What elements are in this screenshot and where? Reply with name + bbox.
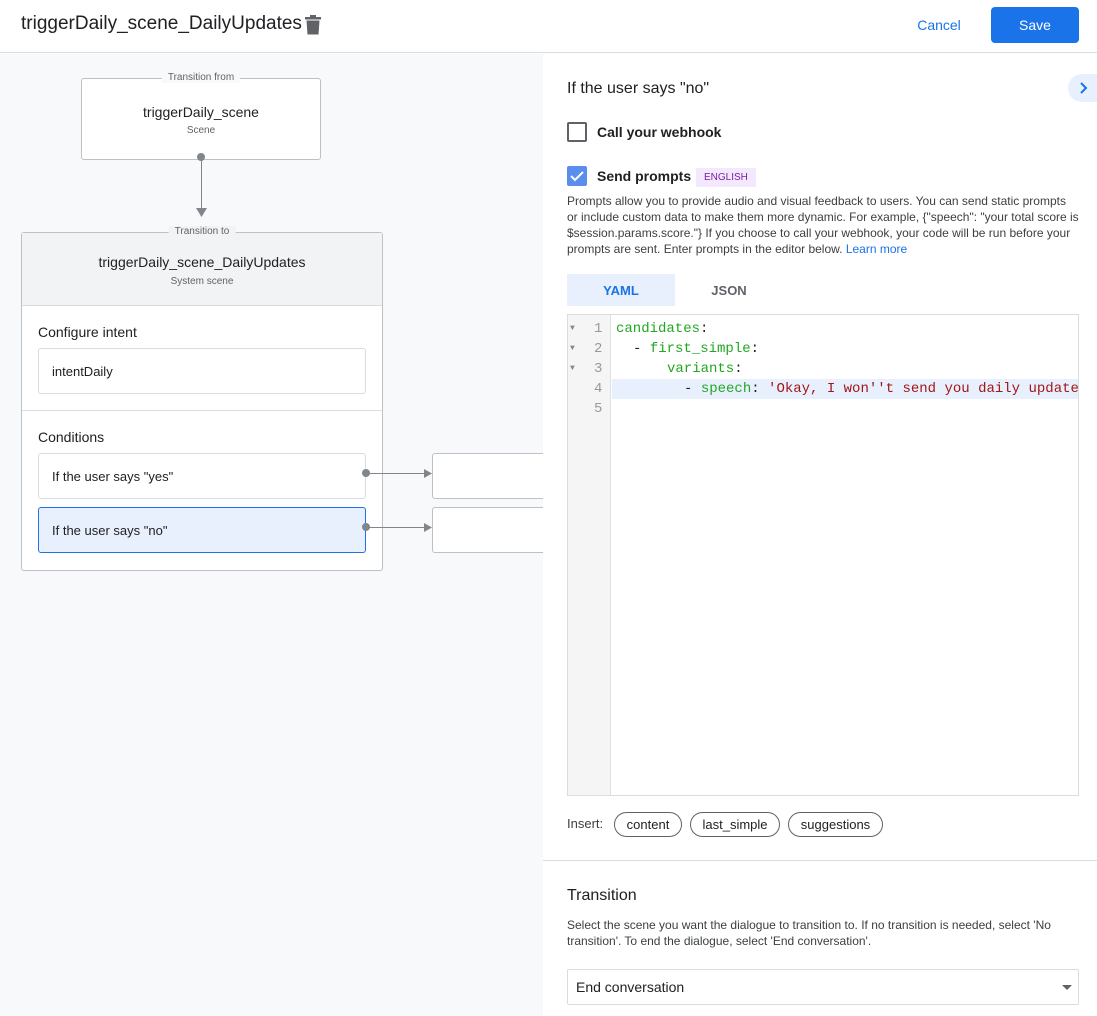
cancel-button[interactable]: Cancel [917, 17, 961, 33]
insert-chip-suggestions[interactable]: suggestions [788, 812, 883, 837]
learn-more-link[interactable]: Learn more [845, 242, 908, 256]
to-scene-type: System scene [170, 276, 234, 287]
to-scene-name: triggerDaily_scene_DailyUpdates [98, 254, 306, 270]
check-icon [570, 171, 584, 182]
prompts-description: Prompts allow you to provide audio and v… [567, 193, 1079, 257]
fold-icon[interactable]: ▼ [570, 364, 575, 373]
fold-icon[interactable]: ▼ [570, 324, 575, 333]
transition-heading: Transition [567, 887, 637, 904]
divider [22, 410, 382, 411]
arrow-right-icon [424, 469, 432, 478]
active-line-highlight [612, 379, 1078, 399]
transition-from-node[interactable]: Transition from triggerDaily_scene Scene [81, 72, 321, 160]
transition-select-value: End conversation [576, 979, 685, 995]
description-text: Prompts allow you to provide audio and v… [567, 194, 1079, 256]
insert-chip-content[interactable]: content [614, 812, 682, 837]
details-panel [543, 54, 1097, 1016]
divider [543, 860, 1097, 861]
tab-yaml[interactable]: YAML [567, 274, 675, 306]
trash-icon[interactable] [304, 15, 322, 35]
line-number: 1 [594, 321, 603, 337]
yes-target-node[interactable] [432, 453, 543, 499]
code-line-4: - speech: 'Okay, I won''t send you daily… [684, 381, 1079, 397]
insert-label: Insert: [567, 816, 604, 831]
dropdown-arrow-icon [1062, 985, 1072, 990]
flow-canvas: Transition from triggerDaily_scene Scene… [0, 54, 543, 1016]
editor-gutter [568, 315, 611, 795]
header: triggerDaily_scene_DailyUpdates Cancel S… [0, 0, 1097, 53]
transition-from-caption: Transition from [161, 72, 241, 83]
chevron-right-icon [1080, 82, 1088, 94]
insert-chip-last-simple[interactable]: last_simple [690, 812, 780, 837]
from-scene-type: Scene [186, 125, 216, 136]
transition-select[interactable]: End conversation [567, 969, 1079, 1005]
line-number: 5 [594, 401, 603, 417]
line-number: 3 [594, 361, 603, 377]
intent-field[interactable]: intentDaily [38, 348, 366, 394]
code-line-3: variants: [667, 361, 743, 377]
connector-line [366, 473, 426, 474]
condition-yes[interactable]: If the user says "yes" [38, 453, 366, 499]
code-editor[interactable]: ▼ ▼ ▼ 1 2 3 4 5 candidates: - first_simp… [567, 314, 1079, 796]
prompts-checkbox[interactable] [567, 166, 587, 186]
connector-line [201, 158, 202, 214]
webhook-label: Call your webhook [597, 124, 722, 140]
code-line-1: candidates: [616, 321, 709, 337]
transition-to-node: Transition to triggerDaily_scene_DailyUp… [21, 226, 383, 571]
expand-panel-button[interactable] [1068, 74, 1097, 102]
transition-description: Select the scene you want the dialogue t… [567, 918, 1051, 948]
scene-header[interactable] [22, 233, 382, 306]
fold-icon[interactable]: ▼ [570, 344, 575, 353]
language-badge: ENGLISH [696, 168, 756, 187]
panel-title: If the user says "no" [567, 80, 710, 97]
prompts-label: Send prompts [597, 168, 692, 184]
conditions-label: Conditions [38, 429, 105, 445]
arrow-down-icon [196, 208, 207, 217]
no-target-node[interactable] [432, 507, 543, 553]
connector-dot [197, 153, 205, 161]
condition-no[interactable]: If the user says "no" [38, 507, 366, 553]
arrow-right-icon [424, 523, 432, 532]
tab-json[interactable]: JSON [711, 282, 747, 298]
page-title: triggerDaily_scene_DailyUpdates [21, 13, 302, 34]
configure-intent-label: Configure intent [38, 324, 137, 340]
from-scene-name: triggerDaily_scene [143, 104, 259, 120]
save-button[interactable]: Save [991, 7, 1079, 43]
connector-line [366, 527, 426, 528]
line-number: 2 [594, 341, 603, 357]
line-number: 4 [594, 381, 603, 397]
webhook-checkbox[interactable] [567, 122, 587, 142]
code-line-2: - first_simple: [633, 341, 760, 357]
transition-to-caption: Transition to [168, 226, 236, 237]
